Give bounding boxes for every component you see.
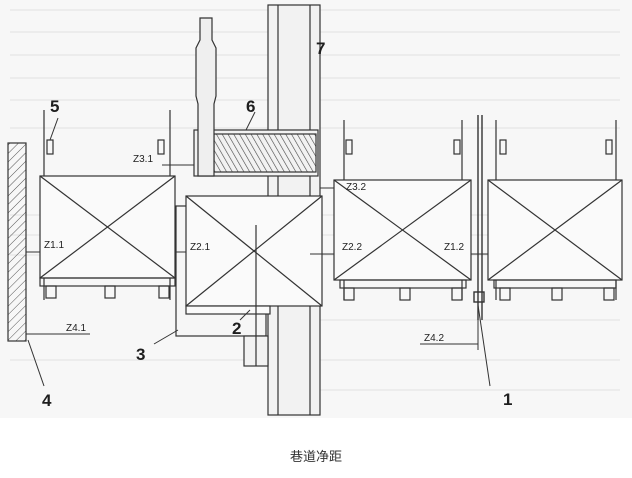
leader-lines	[27, 111, 491, 387]
dim-z3-2: Z3.2	[346, 182, 366, 193]
callout-3: 3	[136, 345, 145, 364]
left-rack	[39, 110, 176, 300]
right-rack-b	[487, 120, 623, 301]
crane-carriage	[175, 195, 323, 367]
upright-post	[473, 115, 485, 320]
right-rack-a	[333, 120, 472, 301]
callout-1: 1	[503, 390, 512, 409]
dim-z1-1: Z1.1	[44, 240, 64, 251]
dim-z3-1: Z3.1	[133, 154, 153, 165]
wall	[7, 142, 27, 342]
dimension-lines	[25, 164, 488, 350]
dim-z2-2: Z2.2	[342, 242, 362, 253]
callout-6: 6	[246, 97, 255, 116]
callout-4: 4	[42, 391, 52, 410]
callout-5: 5	[50, 97, 59, 116]
dim-z4-1: Z4.1	[66, 323, 86, 334]
dim-z4-2: Z4.2	[424, 333, 444, 344]
drive-motor	[193, 17, 319, 177]
callout-7: 7	[316, 39, 325, 58]
figure-caption: 巷道净距	[289, 450, 342, 465]
dim-z1-2: Z1.2	[444, 242, 464, 253]
diagram-canvas: 1 2 3 4 5 6 7 Z1.1 Z1.2 Z2.1 Z2.2 Z3.1 Z…	[7, 4, 623, 416]
aisle-clearance-diagram: 1 2 3 4 5 6 7 Z1.1 Z1.2 Z2.1 Z2.2 Z3.1 Z…	[7, 4, 623, 416]
dim-z2-1: Z2.1	[190, 242, 210, 253]
callout-2: 2	[232, 319, 241, 338]
